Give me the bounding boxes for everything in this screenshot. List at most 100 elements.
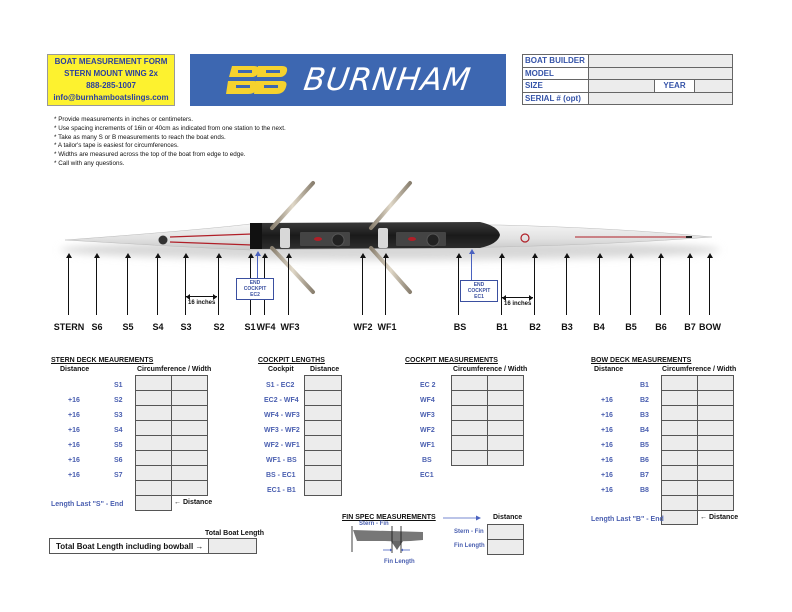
bow-width-cell[interactable] <box>697 375 734 391</box>
cockpit-length-cell[interactable] <box>304 480 342 496</box>
bow-last-distance-cell[interactable] <box>661 510 698 525</box>
bow-row-distance: +16 <box>601 427 613 434</box>
bow-circ-cell[interactable] <box>661 405 698 421</box>
cockpit-circ-cell[interactable] <box>451 390 488 406</box>
bow-width-cell[interactable] <box>697 450 734 466</box>
total-length-cell[interactable] <box>208 538 257 554</box>
ec1-line1: END COCKPIT <box>467 282 491 294</box>
cockpit-measurements-title: COCKPIT MEASUREMENTS <box>405 357 498 364</box>
station-label: WF3 <box>280 322 300 332</box>
cockpit-width-cell[interactable] <box>487 420 524 436</box>
stern-circ-cell[interactable] <box>135 405 172 421</box>
bow-distance-header: Distance <box>594 366 624 373</box>
stern-width-cell[interactable] <box>171 465 208 481</box>
instruction-item: * A tailor's tape is easiest for circumf… <box>54 142 179 150</box>
station-arrow-b3 <box>563 253 570 315</box>
station-arrow-s3 <box>182 253 189 315</box>
cockpit-circ-cell[interactable] <box>451 420 488 436</box>
stern-circ-cell[interactable] <box>135 435 172 451</box>
stern-width-cell[interactable] <box>171 405 208 421</box>
stern-circ-cell[interactable] <box>135 450 172 466</box>
stern-width-cell[interactable] <box>171 420 208 436</box>
stern-row-distance: +16 <box>68 397 80 404</box>
station-arrow-b1 <box>498 253 505 315</box>
bow-width-cell[interactable] <box>697 390 734 406</box>
logo-wordmark: BURNHAM <box>300 62 473 98</box>
spacing-label-bow: 16 inches <box>504 301 532 307</box>
stern-circ-cell[interactable] <box>135 390 172 406</box>
cockpit-length-cell[interactable] <box>304 450 342 466</box>
cockpit-length-cell[interactable] <box>304 420 342 436</box>
year-field[interactable] <box>694 79 733 93</box>
station-label: B3 <box>561 322 573 332</box>
cockpit-width-cell[interactable] <box>487 405 524 421</box>
stern-row-station: S4 <box>114 427 123 434</box>
model-field[interactable] <box>588 66 733 80</box>
form-info-box: BOAT MEASUREMENT FORM STERN MOUNT WING 2… <box>47 54 175 106</box>
stern-row-station: S1 <box>114 382 123 389</box>
cockpit-circ-header: Circumference / Width <box>453 366 528 373</box>
fin-length-cell[interactable] <box>487 539 524 555</box>
bow-width-cell[interactable] <box>697 495 734 511</box>
station-label: WF1 <box>377 322 397 332</box>
boat-builder-field[interactable] <box>588 54 733 68</box>
bow-circ-cell[interactable] <box>661 420 698 436</box>
stern-width-cell[interactable] <box>171 390 208 406</box>
cockpit-circ-cell[interactable] <box>451 435 488 451</box>
cockpit-measure-label: WF1 <box>420 442 435 449</box>
stern-circ-cell[interactable] <box>135 420 172 436</box>
stern-circ-cell[interactable] <box>135 480 172 496</box>
stern-circ-cell[interactable] <box>135 465 172 481</box>
bow-width-cell[interactable] <box>697 405 734 421</box>
model-label: MODEL <box>522 66 589 80</box>
bow-row-station: B8 <box>640 487 649 494</box>
serial-field[interactable] <box>588 91 733 105</box>
serial-label: SERIAL # (opt) <box>522 91 589 105</box>
bow-circ-cell[interactable] <box>661 495 698 511</box>
end-cockpit-ec2-box: END COCKPIT EC2 <box>236 278 274 300</box>
stern-width-cell[interactable] <box>171 450 208 466</box>
stern-width-cell[interactable] <box>171 375 208 391</box>
cockpit-length-label: WF1 - BS <box>266 457 297 464</box>
bow-circ-cell[interactable] <box>661 375 698 391</box>
stern-width-cell[interactable] <box>171 480 208 496</box>
bow-width-cell[interactable] <box>697 465 734 481</box>
cockpit-length-cell[interactable] <box>304 375 342 391</box>
cockpit-circ-cell[interactable] <box>451 405 488 421</box>
cockpit-width-cell[interactable] <box>487 375 524 391</box>
burnham-bb-logo-icon <box>225 66 287 94</box>
bow-circ-cell[interactable] <box>661 435 698 451</box>
cockpit-length-cell[interactable] <box>304 390 342 406</box>
bow-circ-cell[interactable] <box>661 390 698 406</box>
stern-last-distance-cell[interactable] <box>135 495 172 511</box>
cockpit-circ-cell[interactable] <box>451 375 488 391</box>
cockpit-measure-label: EC 2 <box>420 382 436 389</box>
stern-row-distance: +16 <box>68 457 80 464</box>
bow-deck-title: BOW DECK MEASUREMENTS <box>591 357 692 364</box>
station-label: S1 <box>244 322 256 332</box>
station-arrow-b4 <box>596 253 603 315</box>
bow-circ-cell[interactable] <box>661 480 698 496</box>
stern-width-cell[interactable] <box>171 435 208 451</box>
cockpit-width-cell[interactable] <box>487 390 524 406</box>
cockpit-width-cell[interactable] <box>487 435 524 451</box>
bow-width-cell[interactable] <box>697 420 734 436</box>
stern-circ-cell[interactable] <box>135 375 172 391</box>
bow-width-cell[interactable] <box>697 435 734 451</box>
bow-circ-cell[interactable] <box>661 450 698 466</box>
cockpit-length-label: WF2 - WF1 <box>264 442 300 449</box>
stern-row-station: S5 <box>114 442 123 449</box>
fin-stern-fin-cell[interactable] <box>487 524 524 540</box>
email-link[interactable]: info@burnhamboatslings.com <box>53 93 169 102</box>
cockpit-circ-cell[interactable] <box>451 450 488 466</box>
cockpit-length-cell[interactable] <box>304 405 342 421</box>
bow-circ-cell[interactable] <box>661 465 698 481</box>
instruction-item: * Use spacing increments of 16in or 40cm… <box>54 124 286 132</box>
bow-width-cell[interactable] <box>697 480 734 496</box>
cockpit-length-label: S1 - EC2 <box>266 382 295 389</box>
cockpit-length-cell[interactable] <box>304 435 342 451</box>
cockpit-length-cell[interactable] <box>304 465 342 481</box>
size-field[interactable] <box>588 79 655 93</box>
cockpit-width-cell[interactable] <box>487 450 524 466</box>
station-label: S4 <box>152 322 164 332</box>
